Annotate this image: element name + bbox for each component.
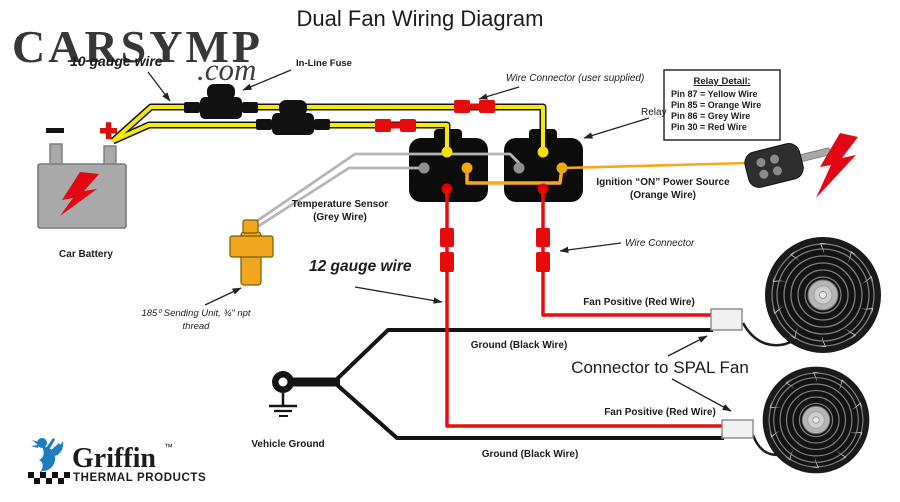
minus-icon: [46, 128, 64, 133]
label-10-gauge-wire: 10 gauge wire: [70, 53, 163, 69]
wire-connector-user-supplied-bottom: [375, 119, 416, 132]
spal-connector-bottom: [721, 419, 754, 439]
label-sending-unit-2: thread: [183, 321, 211, 332]
inline-fuse-2: [256, 100, 330, 135]
sending-unit: [229, 219, 274, 286]
label-12-gauge-wire: 12 gauge wire: [309, 258, 412, 275]
inline-fuse-1: [184, 84, 258, 119]
label-relay: Relay: [641, 107, 667, 118]
fan-pigtail-top: [741, 322, 794, 347]
label-temp-sensor-1: Temperature Sensor: [292, 199, 389, 210]
wire-connector-user-supplied-top: [454, 100, 495, 113]
logo-tagline: THERMAL PRODUCTS: [73, 472, 206, 484]
label-car-battery: Car Battery: [59, 249, 113, 260]
label-wire-connector: Wire Connector: [625, 238, 695, 249]
plus-icon: [100, 122, 117, 140]
wire-connector-red-2: [536, 228, 550, 272]
spal-fan-bottom: [763, 366, 870, 474]
relay-detail-pin-85: Pin 85 = Orange Wire: [671, 100, 761, 110]
griffin-logo: Griffin ™ THERMAL PRODUCTS: [28, 438, 206, 484]
relay-detail-title: Relay Detail:: [693, 76, 750, 87]
label-ignition-1: Ignition “ON” Power Source: [596, 177, 730, 188]
checkered-flag-icon: [28, 472, 70, 484]
watermark-brand: CARSYMP: [12, 21, 263, 72]
page-title: Dual Fan Wiring Diagram: [297, 6, 544, 31]
label-inline-fuse: In-Line Fuse: [296, 58, 352, 69]
watermark-domain: .com: [197, 52, 256, 87]
label-fan-positive-bottom: Fan Positive (Red Wire): [604, 407, 716, 418]
label-temp-sensor-2: (Grey Wire): [313, 212, 367, 223]
ground-wires: [269, 328, 724, 440]
callout-arrows: [147, 69, 732, 412]
label-ignition-2: (Orange Wire): [630, 190, 696, 201]
label-connector-spal: Connector to SPAL Fan: [571, 358, 749, 377]
orange-wires: [465, 161, 749, 185]
spal-fan-top: [765, 237, 881, 354]
label-sending-unit-1: 185⁰ Sending Unit, ¾" npt: [141, 308, 250, 319]
label-wire-connector-user: Wire Connector (user supplied): [506, 73, 644, 84]
relay-pins: [418, 146, 568, 195]
logo-brand: Griffin: [72, 443, 156, 474]
label-vehicle-ground: Vehicle Ground: [251, 439, 324, 450]
label-ground-bottom: Ground (Black Wire): [482, 449, 579, 460]
label-fan-positive-top: Fan Positive (Red Wire): [583, 297, 695, 308]
logo-tm: ™: [164, 442, 173, 452]
wire-connector-red-1: [440, 228, 454, 272]
relay-detail-pin-86: Pin 86 = Grey Wire: [671, 111, 750, 121]
relay-detail-pin-30: Pin 30 = Red Wire: [671, 122, 747, 132]
ignition-key: [744, 133, 858, 198]
relay-detail-pin-87: Pin 87 = Yellow Wire: [671, 89, 758, 99]
battery-bolt-icon: [60, 172, 99, 216]
label-ground-top: Ground (Black Wire): [471, 340, 568, 351]
ignition-bolt-icon: [816, 133, 858, 198]
car-battery: [37, 122, 127, 229]
ground-symbol-icon: [269, 393, 297, 417]
spal-connector-top: [710, 308, 743, 331]
relay-detail-box: Relay Detail: Pin 87 = Yellow Wire Pin 8…: [663, 69, 781, 141]
